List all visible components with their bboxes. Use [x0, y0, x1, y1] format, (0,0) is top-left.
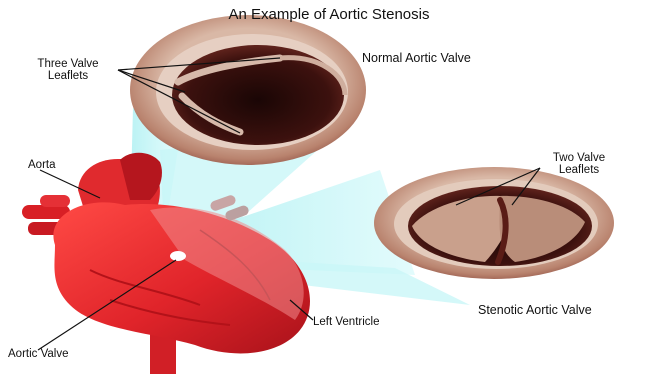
label-two-valve-line2: Leaflets [540, 164, 618, 176]
label-three-valve-leaflets: Three Valve Leaflets [26, 58, 110, 82]
label-aorta: Aorta [28, 159, 56, 171]
label-aortic-valve: Aortic Valve [8, 348, 69, 360]
label-normal-aortic-valve: Normal Aortic Valve [362, 52, 471, 64]
label-three-valve-line2: Leaflets [26, 70, 110, 82]
label-stenotic-aortic-valve: Stenotic Aortic Valve [478, 304, 592, 316]
diagram-title: An Example of Aortic Stenosis [0, 6, 658, 23]
label-two-valve-line1: Two Valve [540, 152, 618, 164]
normal-aortic-valve [130, 15, 366, 165]
label-three-valve-line1: Three Valve [26, 58, 110, 70]
label-two-valve-leaflets: Two Valve Leaflets [540, 152, 618, 176]
stenotic-aortic-valve [374, 167, 614, 279]
label-left-ventricle: Left Ventricle [313, 316, 379, 328]
